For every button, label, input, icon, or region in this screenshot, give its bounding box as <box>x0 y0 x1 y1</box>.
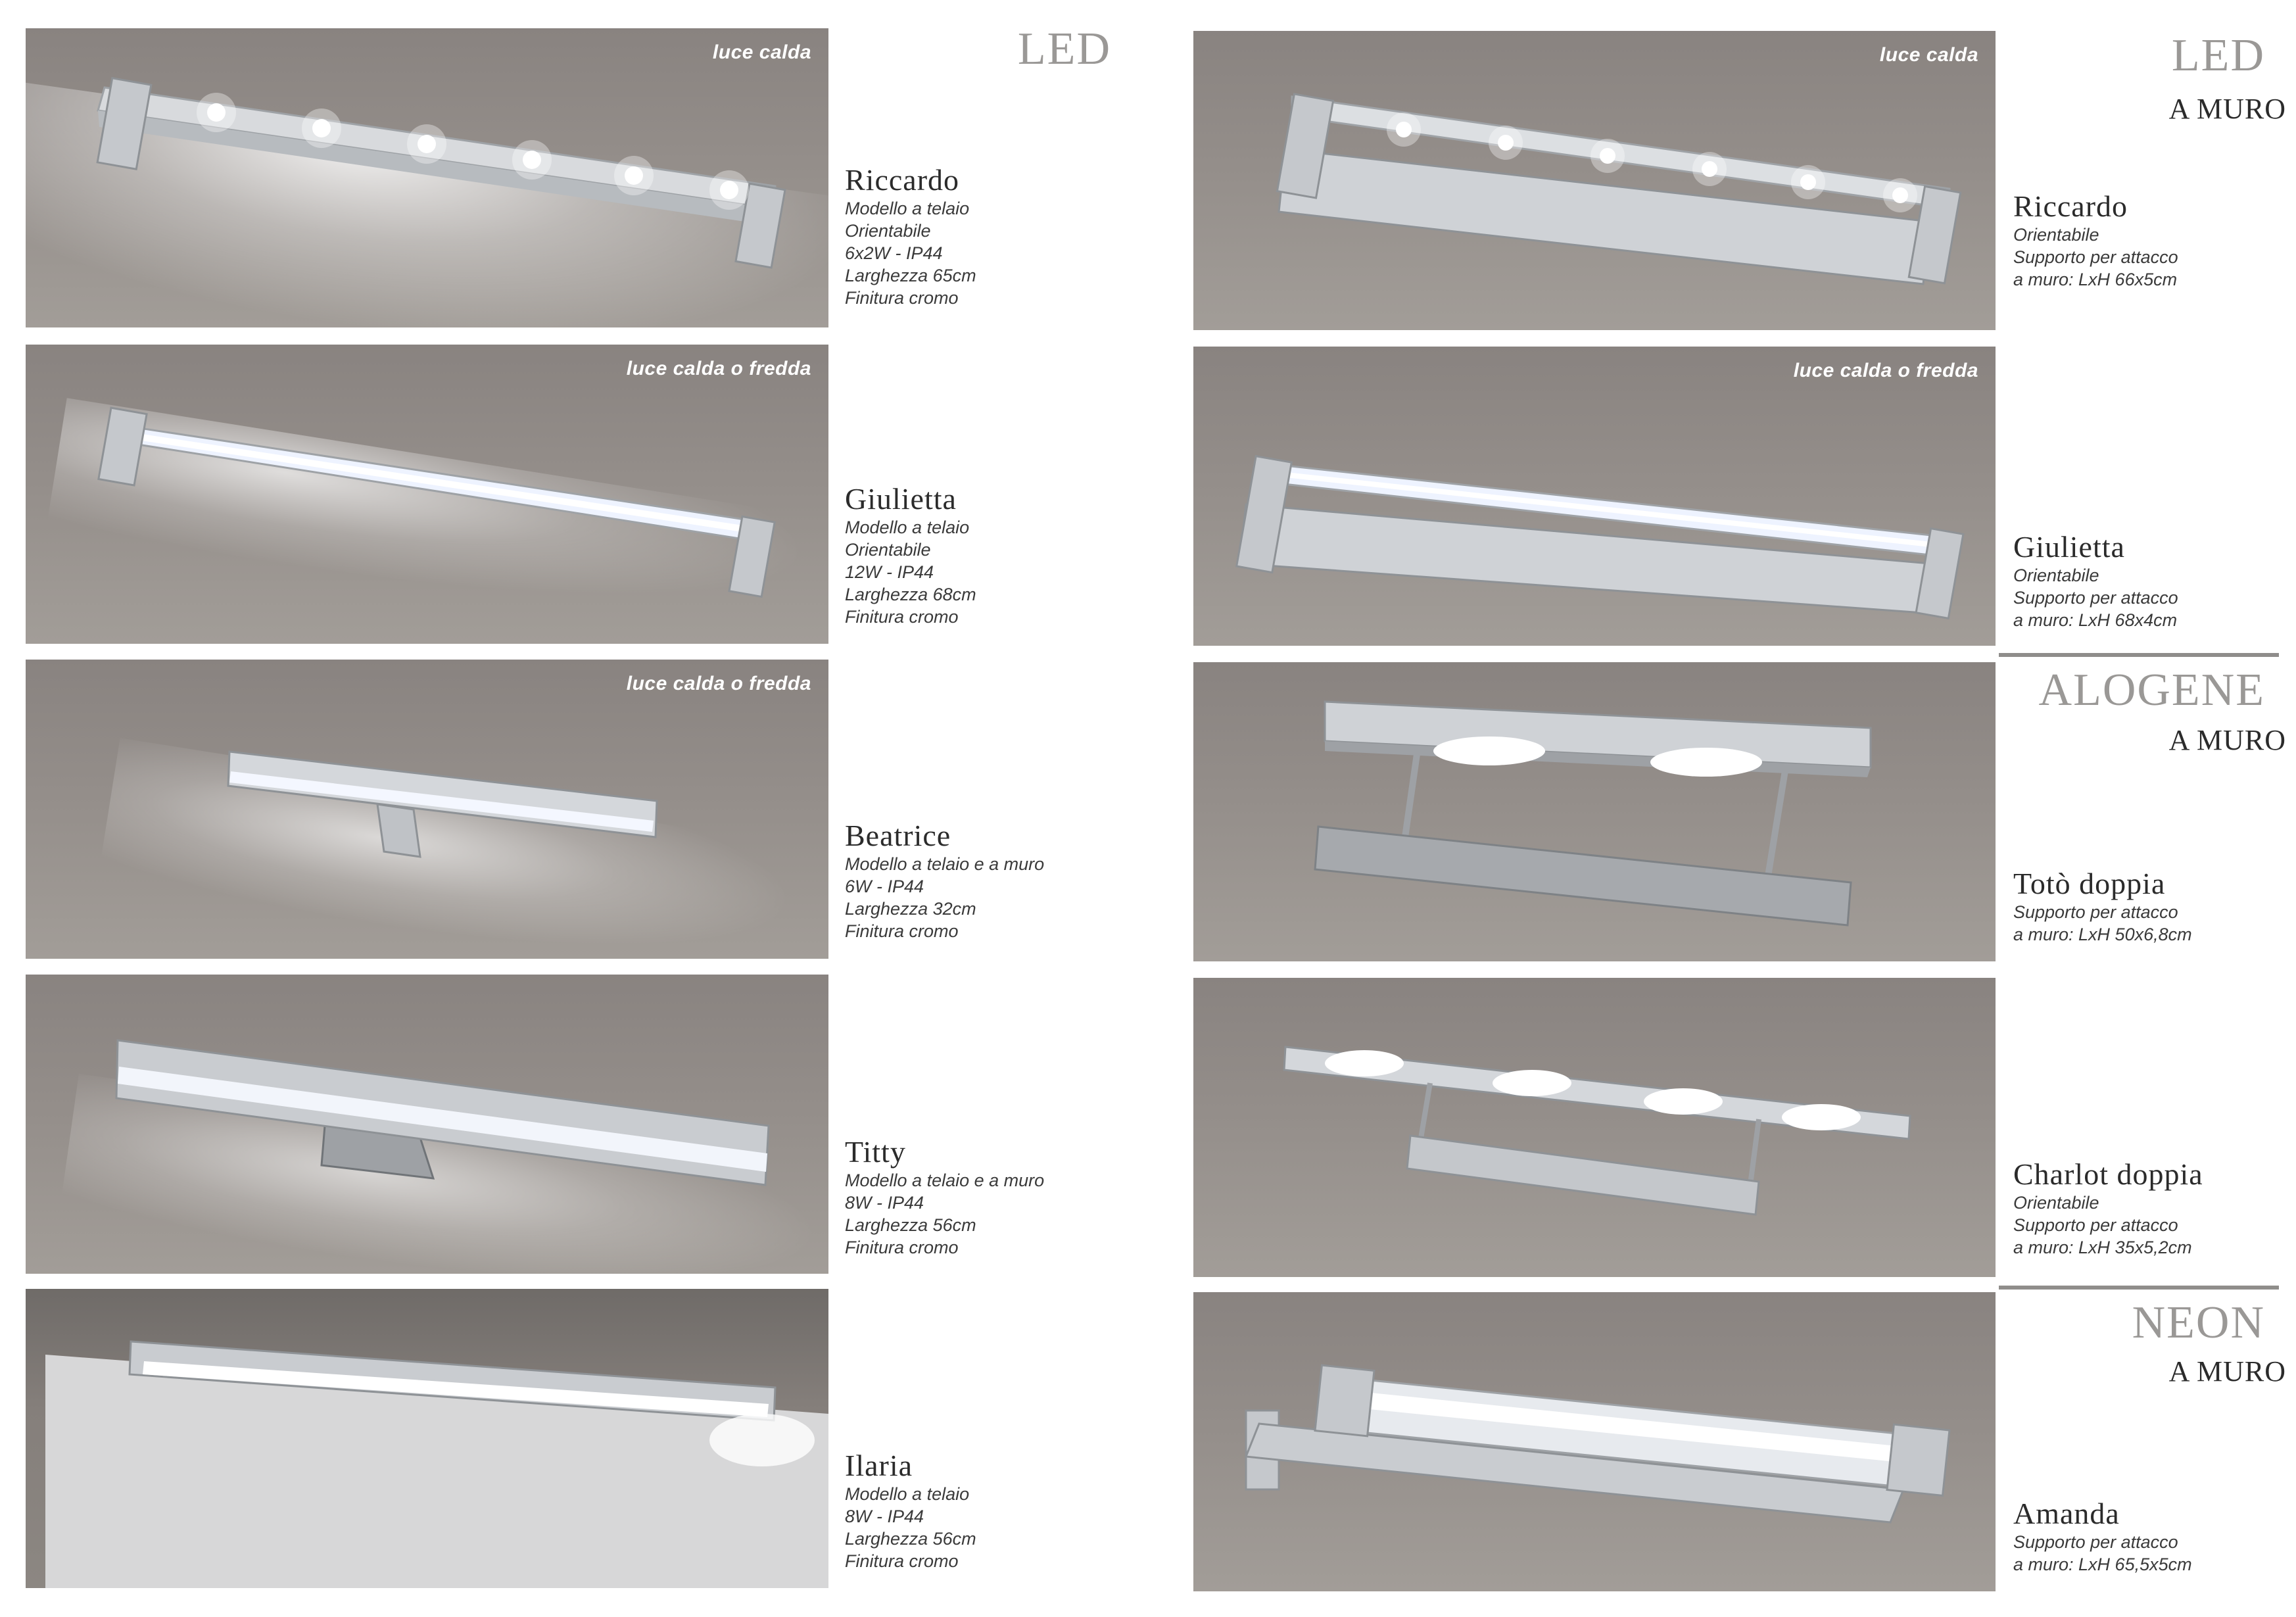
product-name: Totò doppia <box>2013 867 2166 900</box>
light-tag: luce calda o fredda <box>1793 360 1978 381</box>
amanda-lamp-illustration <box>1244 1364 1951 1524</box>
product-spec: 6W - IP44 <box>845 877 924 896</box>
product-spec: Supporto per attacco <box>2013 1532 2178 1552</box>
product-name: Ilaria <box>845 1449 913 1482</box>
product-giulietta-left: Giulietta Modello a telaio Orientabile 1… <box>845 483 1108 628</box>
product-spec: Modello a telaio <box>845 1484 970 1504</box>
heading-neon: NEON <box>2132 1297 2265 1348</box>
heading-alogene: ALOGENE <box>2038 665 2265 715</box>
product-spec: Modello a telaio e a muro <box>845 1171 1045 1190</box>
product-spec: Larghezza 56cm <box>845 1215 976 1235</box>
section-divider <box>1999 1286 2279 1290</box>
product-name: Charlot doppia <box>2013 1157 2203 1191</box>
giulietta-lamp-illustration <box>97 406 776 598</box>
product-riccardo-wall: Riccardo Orientabile Supporto per attacc… <box>2013 191 2276 291</box>
product-spec: Modello a telaio <box>845 518 970 537</box>
product-amanda: Amanda Supporto per attacco a muro: LxH … <box>2013 1498 2276 1576</box>
light-tag: luce calda <box>712 41 811 63</box>
product-name: Amanda <box>2013 1497 2120 1530</box>
product-spec: Larghezza 65cm <box>845 266 976 285</box>
product-name: Giulietta <box>845 482 957 516</box>
product-name: Riccardo <box>845 163 960 197</box>
light-tag: luce calda o fredda <box>626 673 811 694</box>
product-giulietta-wall: Giulietta Orientabile Supporto per attac… <box>2013 531 2276 631</box>
product-spec: Orientabile <box>2013 225 2099 245</box>
heading-neon-sub: A MURO <box>2168 1355 2286 1388</box>
product-name: Giulietta <box>2013 530 2125 564</box>
riccardo-lamp-illustration <box>96 77 786 269</box>
heading-led-left: LED <box>1017 24 1111 74</box>
photo-toto-doppia <box>1193 662 1996 961</box>
product-riccardo-left: Riccardo Modello a telaio Orientabile 6x… <box>845 164 1108 309</box>
product-spec: 6x2W - IP44 <box>845 243 943 263</box>
heading-alogene-sub: A MURO <box>2168 724 2286 756</box>
product-charlot-doppia: Charlot doppia Orientabile Supporto per … <box>2013 1159 2276 1259</box>
product-spec: Modello a telaio e a muro <box>845 854 1045 874</box>
photo-riccardo-wall: luce calda <box>1193 31 1996 330</box>
photo-ilaria-led <box>26 1289 828 1588</box>
riccardo-wall-lamp-illustration <box>1276 93 1962 285</box>
beatrice-lamp-illustration <box>227 750 658 858</box>
product-spec: Orientabile <box>2013 566 2099 585</box>
product-spec: Finitura cromo <box>845 921 959 941</box>
ilaria-lamp-illustration <box>45 1340 828 1588</box>
photo-amanda <box>1193 1292 1996 1591</box>
product-spec: Finitura cromo <box>845 1551 959 1571</box>
charlot-lamp-illustration <box>1283 1046 1911 1216</box>
section-divider <box>1999 653 2279 657</box>
product-spec: 8W - IP44 <box>845 1507 924 1526</box>
product-spec: Finitura cromo <box>845 288 959 308</box>
light-tag: luce calda <box>1879 44 1978 66</box>
product-spec: a muro: LxH 65,5x5cm <box>2013 1555 2192 1574</box>
photo-riccardo-led: luce calda <box>26 28 828 327</box>
heading-led-right-sub: A MURO <box>2168 93 2286 125</box>
product-titty: Titty Modello a telaio e a muro 8W - IP4… <box>845 1136 1108 1259</box>
titty-lamp-illustration <box>115 1039 770 1186</box>
product-toto-doppia: Totò doppia Supporto per attacco a muro:… <box>2013 868 2276 946</box>
product-name: Riccardo <box>2013 189 2128 223</box>
product-spec: Larghezza 56cm <box>845 1529 976 1549</box>
photo-titty-led <box>26 975 828 1274</box>
product-spec: Supporto per attacco <box>2013 247 2178 267</box>
giulietta-wall-lamp-illustration <box>1235 454 1965 620</box>
product-spec: a muro: LxH 68x4cm <box>2013 610 2178 630</box>
product-spec: a muro: LxH 50x6,8cm <box>2013 925 2192 944</box>
product-spec: a muro: LxH 66x5cm <box>2013 270 2178 289</box>
product-spec: a muro: LxH 35x5,2cm <box>2013 1238 2192 1257</box>
product-spec: Modello a telaio <box>845 199 970 218</box>
product-spec: Larghezza 32cm <box>845 899 976 919</box>
product-spec: 8W - IP44 <box>845 1193 924 1213</box>
product-name: Titty <box>845 1135 906 1169</box>
photo-giulietta-led: luce calda o fredda <box>26 345 828 644</box>
product-spec: Larghezza 68cm <box>845 585 976 604</box>
product-spec: 12W - IP44 <box>845 562 934 582</box>
product-ilaria: Ilaria Modello a telaio 8W - IP44 Larghe… <box>845 1450 1108 1572</box>
product-spec: Finitura cromo <box>845 1238 959 1257</box>
photo-beatrice-led: luce calda o fredda <box>26 660 828 959</box>
product-spec: Orientabile <box>2013 1193 2099 1213</box>
photo-charlot-doppia <box>1193 978 1996 1277</box>
product-spec: Supporto per attacco <box>2013 588 2178 608</box>
product-name: Beatrice <box>845 819 951 852</box>
heading-led-right: LED <box>2171 30 2265 81</box>
product-spec: Orientabile <box>845 540 931 560</box>
product-spec: Supporto per attacco <box>2013 1215 2178 1235</box>
product-beatrice: Beatrice Modello a telaio e a muro 6W - … <box>845 820 1108 942</box>
product-spec: Orientabile <box>845 221 931 241</box>
product-spec: Supporto per attacco <box>2013 902 2178 922</box>
toto-lamp-illustration <box>1314 700 1872 927</box>
product-spec: Finitura cromo <box>845 607 959 627</box>
photo-giulietta-wall: luce calda o fredda <box>1193 347 1996 646</box>
light-tag: luce calda o fredda <box>626 358 811 379</box>
